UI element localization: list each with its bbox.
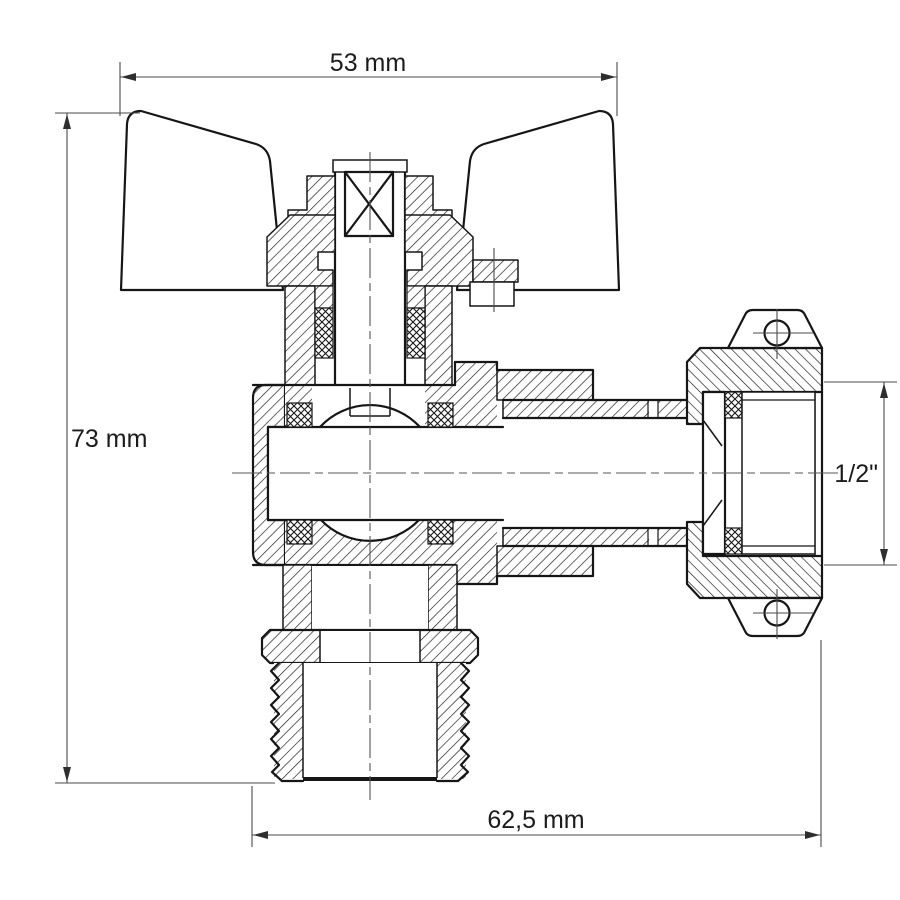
- dim-label-right: 1/2": [834, 460, 878, 488]
- seat-seal-bottom-right: [427, 519, 454, 545]
- butterfly-handle: [119, 109, 621, 292]
- thread-zigzag-left: [269, 661, 305, 783]
- packing-seal-right: [406, 307, 426, 359]
- seat-seal-top-left: [286, 402, 313, 428]
- stop-tab-housing: [469, 281, 515, 307]
- gasket-bottom: [724, 527, 743, 555]
- body-hex-bottom: [455, 520, 497, 584]
- packing-seal-left: [314, 307, 334, 359]
- handle-left-wing: [119, 109, 285, 292]
- dimension-top-width: 53 mm: [119, 49, 618, 116]
- seat-seal-top-right: [427, 402, 454, 428]
- centerlines: [232, 152, 838, 800]
- dimension-bottom-width: 62,5 mm: [251, 640, 822, 847]
- body-hex-top: [455, 362, 497, 427]
- dimension-right-thread: 1/2": [824, 381, 897, 566]
- bottom-neck-left: [282, 564, 313, 631]
- stop-tab: [472, 259, 519, 283]
- bottom-neck-right: [427, 564, 458, 631]
- dimension-left-height: 73 mm: [55, 112, 275, 784]
- stem-cross-section: [343, 170, 395, 238]
- neck-wall-left: [284, 285, 316, 404]
- tailpiece-wall-bottom: [503, 528, 703, 546]
- thread-zigzag-right: [435, 661, 471, 783]
- dim-label-bottom: 62,5 mm: [487, 806, 584, 834]
- right-outlet: [453, 308, 824, 639]
- gasket-top: [724, 391, 743, 419]
- dim-label-top: 53 mm: [330, 49, 406, 77]
- union-nut: [685, 308, 824, 639]
- handle-right-wing: [455, 109, 621, 292]
- tailpiece-wall-top: [503, 400, 703, 418]
- seat-seal-bottom-left: [286, 519, 313, 545]
- stem-assembly: [266, 159, 519, 404]
- male-thread-top: [496, 369, 594, 401]
- male-thread-bottom: [496, 545, 594, 577]
- neck-wall-right: [424, 285, 453, 404]
- dim-label-left: 73 mm: [71, 425, 147, 453]
